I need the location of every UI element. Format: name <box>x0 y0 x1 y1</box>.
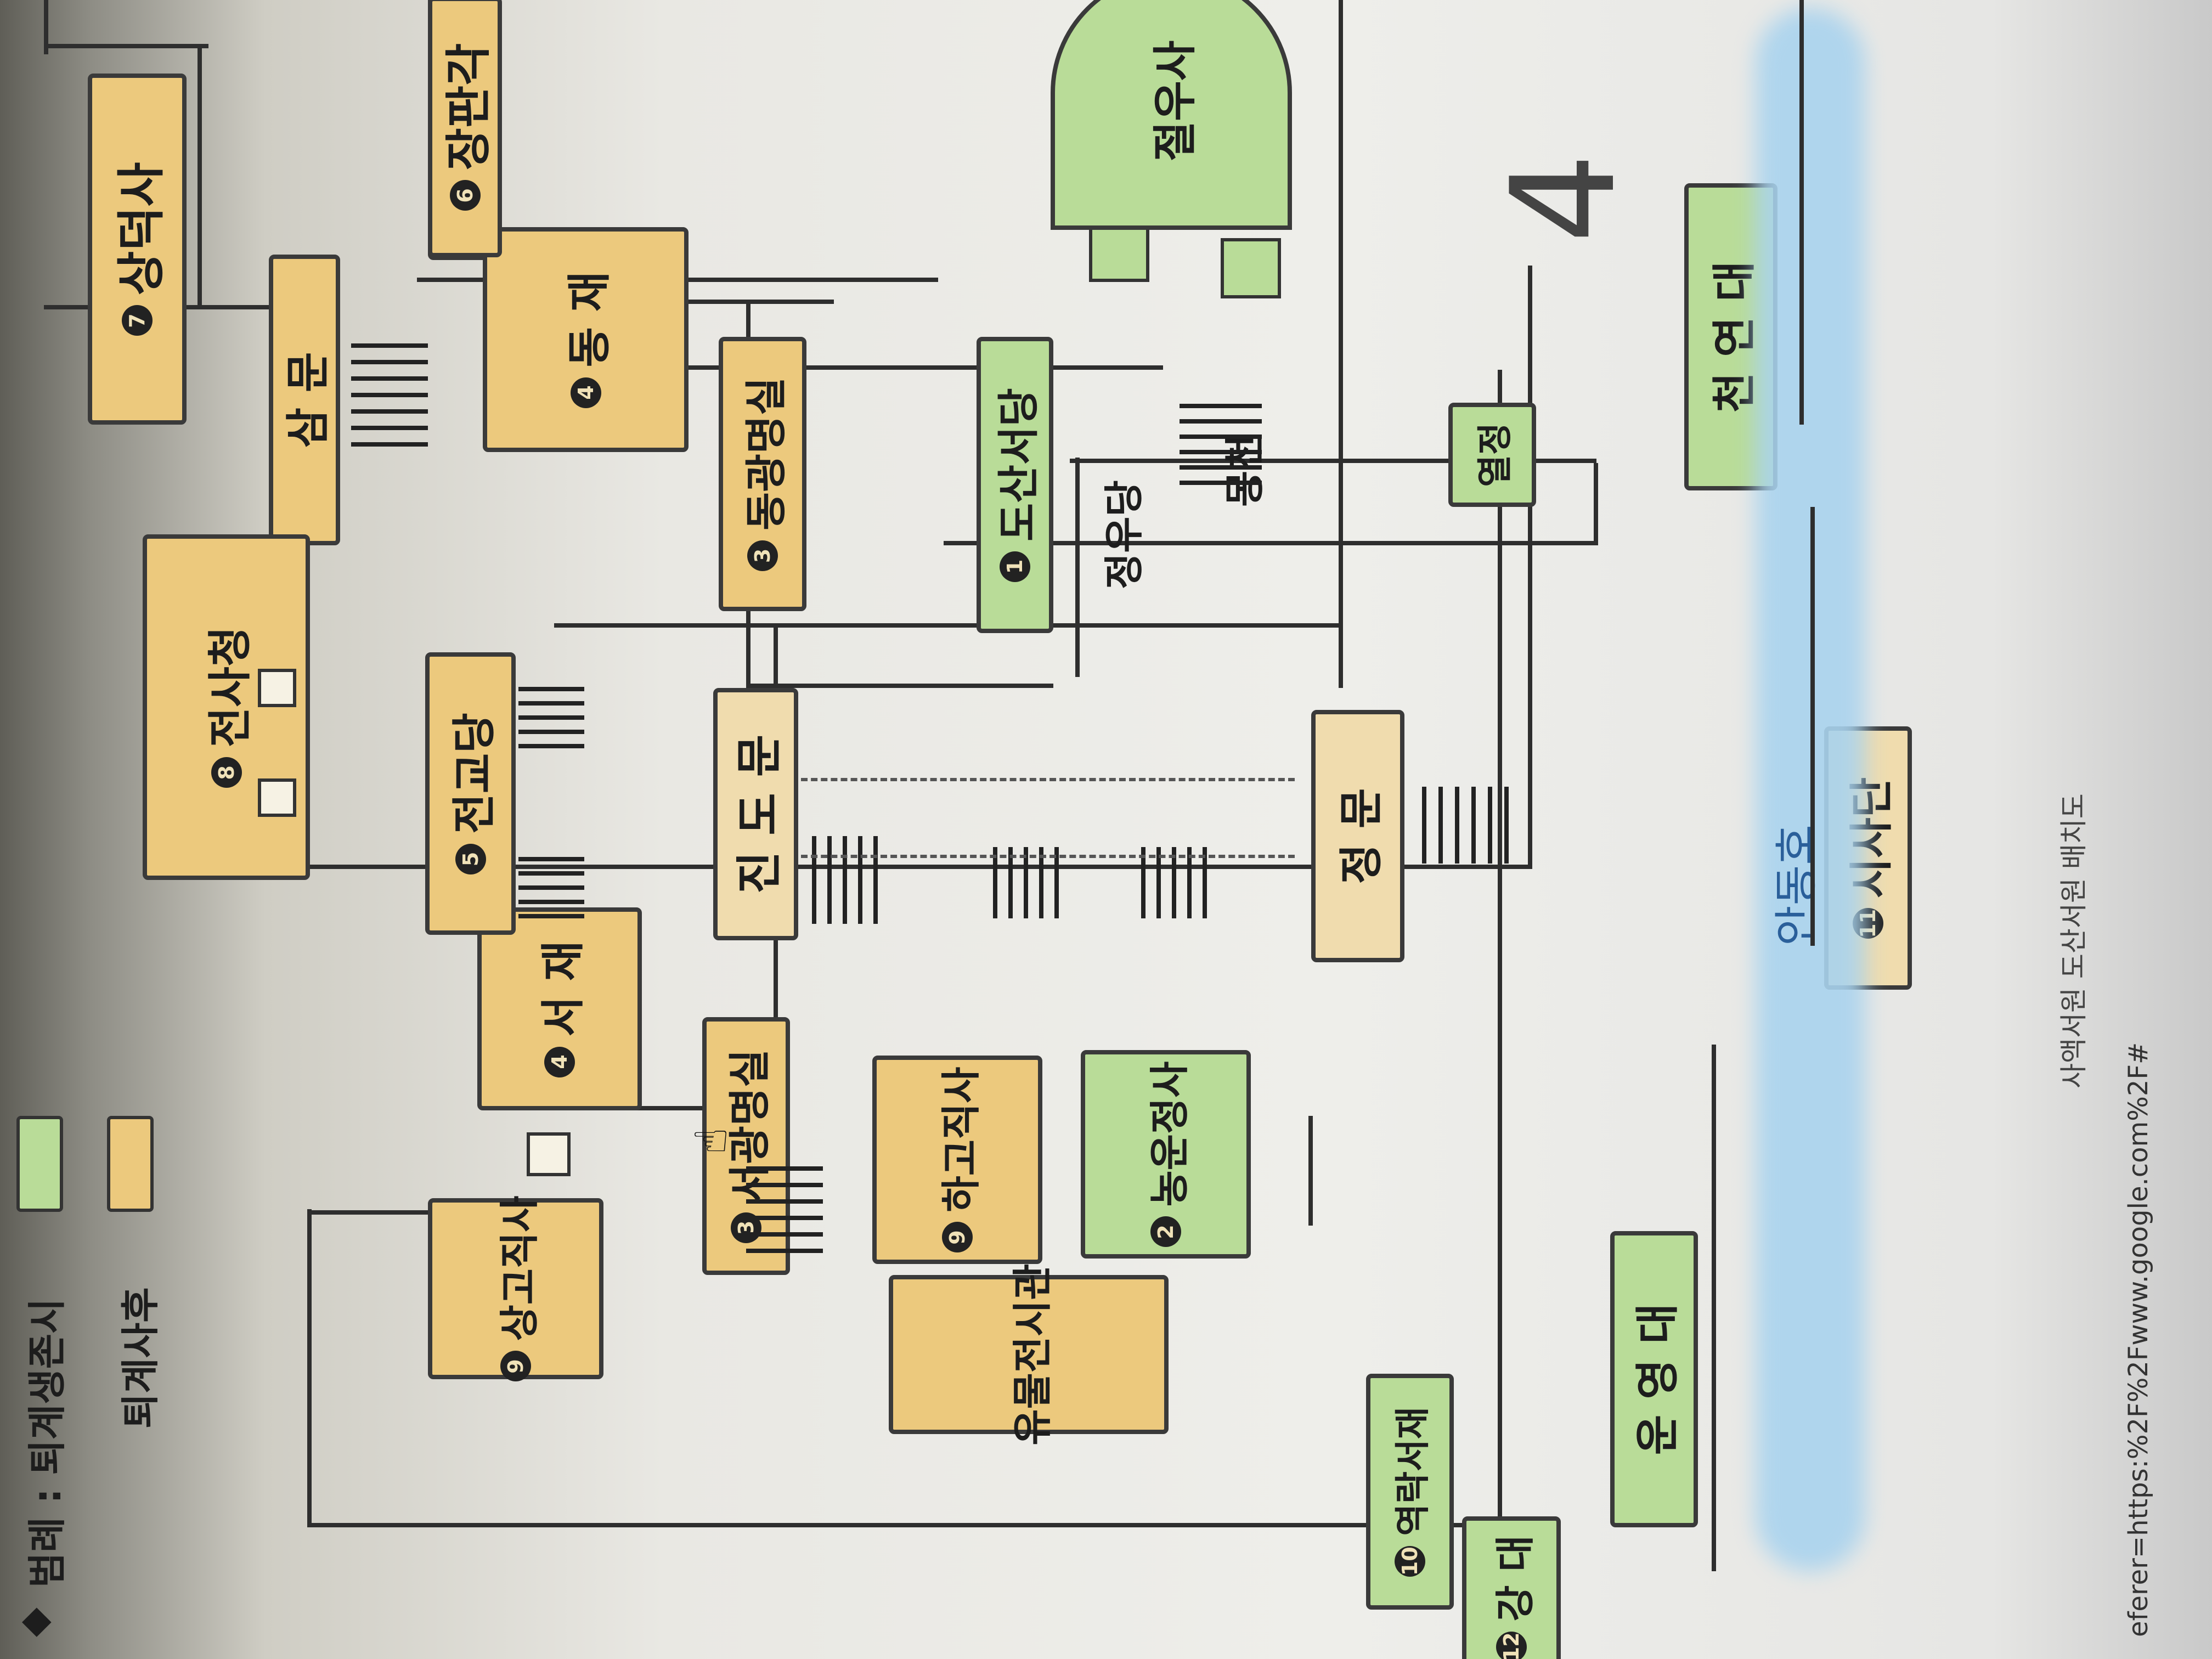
wall-line <box>746 684 1053 688</box>
jeonmun-main-gate: 정 문 <box>1311 710 1404 962</box>
building-label: 절우사 <box>1149 40 1200 162</box>
andong-lake-label: 안동호 <box>1771 825 1822 946</box>
number-badge: 1 <box>1000 551 1030 582</box>
nongunjeongsa-building: 2 농운정사 <box>1081 1050 1251 1259</box>
building-label: 열정 <box>1475 422 1516 487</box>
building-label: 강 대 <box>1492 1535 1538 1622</box>
building-label: 서 재 <box>538 940 589 1037</box>
sanggojiksa-building: 9 상고직사 <box>428 1195 603 1382</box>
mongcheon-spring <box>1221 238 1281 298</box>
dongjae-building: 4 동 재 <box>483 227 689 452</box>
path-dashed <box>801 778 1295 781</box>
wall-line <box>1308 1116 1313 1226</box>
jeonsacheong-building: 8 전사청 <box>143 534 310 880</box>
building-label: 도산서당 <box>994 388 1043 541</box>
number-badge: 10 <box>1395 1545 1425 1577</box>
seojae-building: 4 서 재 <box>477 907 642 1110</box>
wall-line <box>1594 463 1598 545</box>
dongwangmyeongsil-building: 3 동광명실 <box>719 337 806 611</box>
stairs-icon <box>518 677 584 748</box>
building-label: 정 문 <box>1336 788 1387 884</box>
number-badge: 12 <box>1496 1631 1527 1659</box>
stairs-icon <box>518 847 584 918</box>
sangdeoksa-building: 7 상덕사 <box>88 74 187 425</box>
yeokrakseojae-building: 10 역락서재 <box>1366 1374 1454 1610</box>
number-badge: 3 <box>747 540 778 571</box>
legend-title: 범례 : 퇴계생존시 <box>25 1298 70 1588</box>
stairs-icon <box>1180 403 1262 485</box>
building-label: 천 연 대 <box>1709 261 1760 413</box>
hagojiksa-building: 9 하고직사 <box>872 1056 1042 1264</box>
building-label: 동광명실 <box>742 377 791 531</box>
number-badge: 2 <box>1150 1216 1181 1248</box>
jeongyodang-building: 5 전교당 <box>425 652 516 935</box>
wall-line <box>1075 458 1080 677</box>
number-badge: 6 <box>449 180 481 211</box>
number-badge: 9 <box>942 1222 973 1253</box>
hand-cursor-icon: ☝ <box>686 1127 737 1154</box>
building-label: 하고직사 <box>938 1066 984 1212</box>
number-badge: 7 <box>122 305 153 336</box>
partial-building-bottom: 12 강 대 <box>1462 1516 1561 1659</box>
building-label: 장판각 <box>442 43 495 171</box>
building-label: 역락서재 <box>1393 1407 1434 1536</box>
building-label: 운 영 대 <box>1632 1303 1683 1455</box>
handwritten-mark: 4 <box>1481 153 1647 244</box>
legend-swatch-after-death <box>107 1116 154 1212</box>
legend-diamond-icon: ◆ <box>11 1607 56 1637</box>
jeoruasa-garden: 절우사 <box>1051 0 1292 230</box>
stairs-icon <box>1415 787 1509 864</box>
building-label: 유물전시관 <box>1009 1263 1056 1446</box>
building-label: 상고직사 <box>496 1195 543 1341</box>
wall-line <box>554 623 1339 628</box>
shoreline-line <box>1810 507 1815 946</box>
number-badge: 9 <box>500 1351 531 1382</box>
path-dashed <box>801 855 1295 858</box>
map-caption: 사액서원 도산서원 배치도 <box>2058 793 2090 1088</box>
wall-line <box>44 44 208 48</box>
url-text: eferer=https:%2F%2Fwww.google.com%2F# <box>2123 1042 2154 1637</box>
building-label: 전사청 <box>204 626 256 748</box>
jindomun-gate: 진 도 문 <box>713 688 798 940</box>
number-badge: 4 <box>544 1046 575 1077</box>
legend-swatch-during-life <box>16 1116 63 1212</box>
wall-line <box>1339 0 1343 688</box>
wall-line <box>307 1523 1503 1527</box>
shoreline-line <box>1712 1045 1716 1571</box>
jeongudang-pond-label: 정우당 <box>1101 480 1147 589</box>
wall-line <box>307 1209 312 1527</box>
number-badge: 4 <box>570 377 601 408</box>
stairs-icon <box>746 1160 823 1253</box>
yumuljeonsigwan-building: 유물전시관 <box>889 1263 1169 1446</box>
number-badge: 5 <box>455 843 486 874</box>
jangpangak-main: 6 장판각 <box>428 0 502 257</box>
wall-line <box>198 46 202 309</box>
building-label: 농운정사 <box>1146 1061 1193 1207</box>
building-label: 삼 문 <box>283 352 334 448</box>
building-label: 전교당 <box>448 713 500 834</box>
sammun-gate: 삼 문 <box>269 255 340 545</box>
stairs-icon <box>812 836 878 924</box>
legend-item-after-death: 퇴계사후 <box>118 1287 163 1429</box>
stairs-icon <box>351 337 428 447</box>
small-square-marker <box>527 1132 571 1176</box>
small-square-marker <box>258 669 296 707</box>
shoreline-line <box>1799 0 1804 425</box>
wall-line <box>1498 370 1502 1527</box>
number-badge: 8 <box>211 757 242 788</box>
building-label: 상덕사 <box>112 162 170 296</box>
small-square-marker <box>258 778 296 817</box>
jeongudang-pond <box>1089 222 1149 282</box>
unyeongdae-terrace: 운 영 대 <box>1610 1231 1698 1527</box>
building-label: 동 재 <box>563 271 615 368</box>
yeoljeong-well: 열정 <box>1448 403 1536 507</box>
wall-line <box>1528 266 1532 869</box>
dosanseodang-building: 1 도산서당 <box>977 337 1053 633</box>
building-label: 진 도 문 <box>732 734 786 894</box>
